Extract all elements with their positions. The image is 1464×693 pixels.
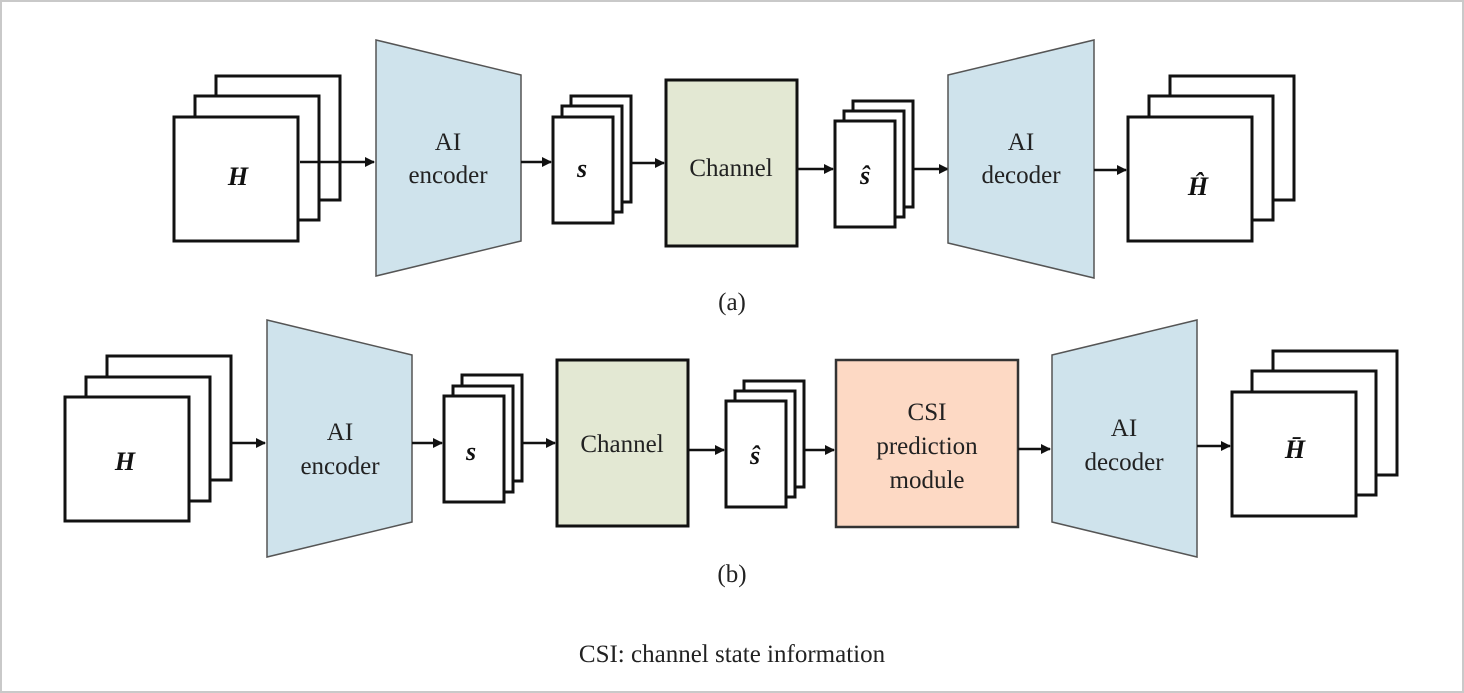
output-h-stack-a: Ĥ — [1126, 74, 1296, 243]
diagram-a: H AI encoder s Channel ŝ — [172, 39, 1296, 316]
encoder-b-line2: encoder — [300, 453, 380, 480]
caption-a: (a) — [718, 289, 746, 316]
channel-label-b: Channel — [580, 431, 663, 458]
channel-box-a: Channel — [664, 78, 799, 248]
encoder-a-line2: encoder — [408, 162, 488, 189]
code-s-stack-b: s — [442, 373, 524, 504]
output-h-label-b: H̄ — [1284, 435, 1306, 464]
footnote: CSI: channel state information — [579, 641, 886, 668]
caption-b: (b) — [717, 561, 746, 588]
decoder-a-line1: AI — [1008, 129, 1034, 156]
channel-box-b: Channel — [555, 358, 690, 528]
ai-decoder-b — [1051, 319, 1198, 558]
channel-label-a: Channel — [689, 155, 772, 182]
encoder-b-line1: AI — [327, 419, 353, 446]
input-h-label-b: H — [114, 447, 136, 476]
encoder-a-line1: AI — [435, 129, 461, 156]
received-s-stack-b: ŝ — [724, 379, 806, 509]
input-h-label-a: H — [227, 162, 249, 191]
ai-encoder-a — [375, 39, 522, 277]
input-h-stack-b: H — [63, 354, 233, 523]
ai-decoder-a — [947, 39, 1095, 279]
csi-line3: module — [890, 467, 965, 494]
received-s-label-a: ŝ — [859, 161, 871, 190]
diagram-b: H AI encoder s Channel ŝ — [63, 319, 1399, 588]
code-s-label-b: s — [465, 437, 476, 466]
csi-line1: CSI — [908, 399, 947, 426]
received-s-label-b: ŝ — [749, 441, 761, 470]
input-h-stack-a: H — [172, 74, 342, 243]
decoder-b-line1: AI — [1111, 415, 1137, 442]
output-h-stack-b: H̄ — [1230, 349, 1399, 518]
csi-prediction-module: CSI prediction module — [834, 358, 1020, 529]
code-s-stack-a: s — [551, 94, 633, 225]
output-h-label-a: Ĥ — [1187, 172, 1209, 201]
code-s-label-a: s — [576, 154, 587, 183]
ai-encoder-b — [266, 319, 413, 558]
csi-line2: prediction — [876, 433, 978, 460]
received-s-stack-a: ŝ — [833, 99, 915, 229]
decoder-a-line2: decoder — [981, 162, 1061, 189]
decoder-b-line2: decoder — [1084, 449, 1164, 476]
